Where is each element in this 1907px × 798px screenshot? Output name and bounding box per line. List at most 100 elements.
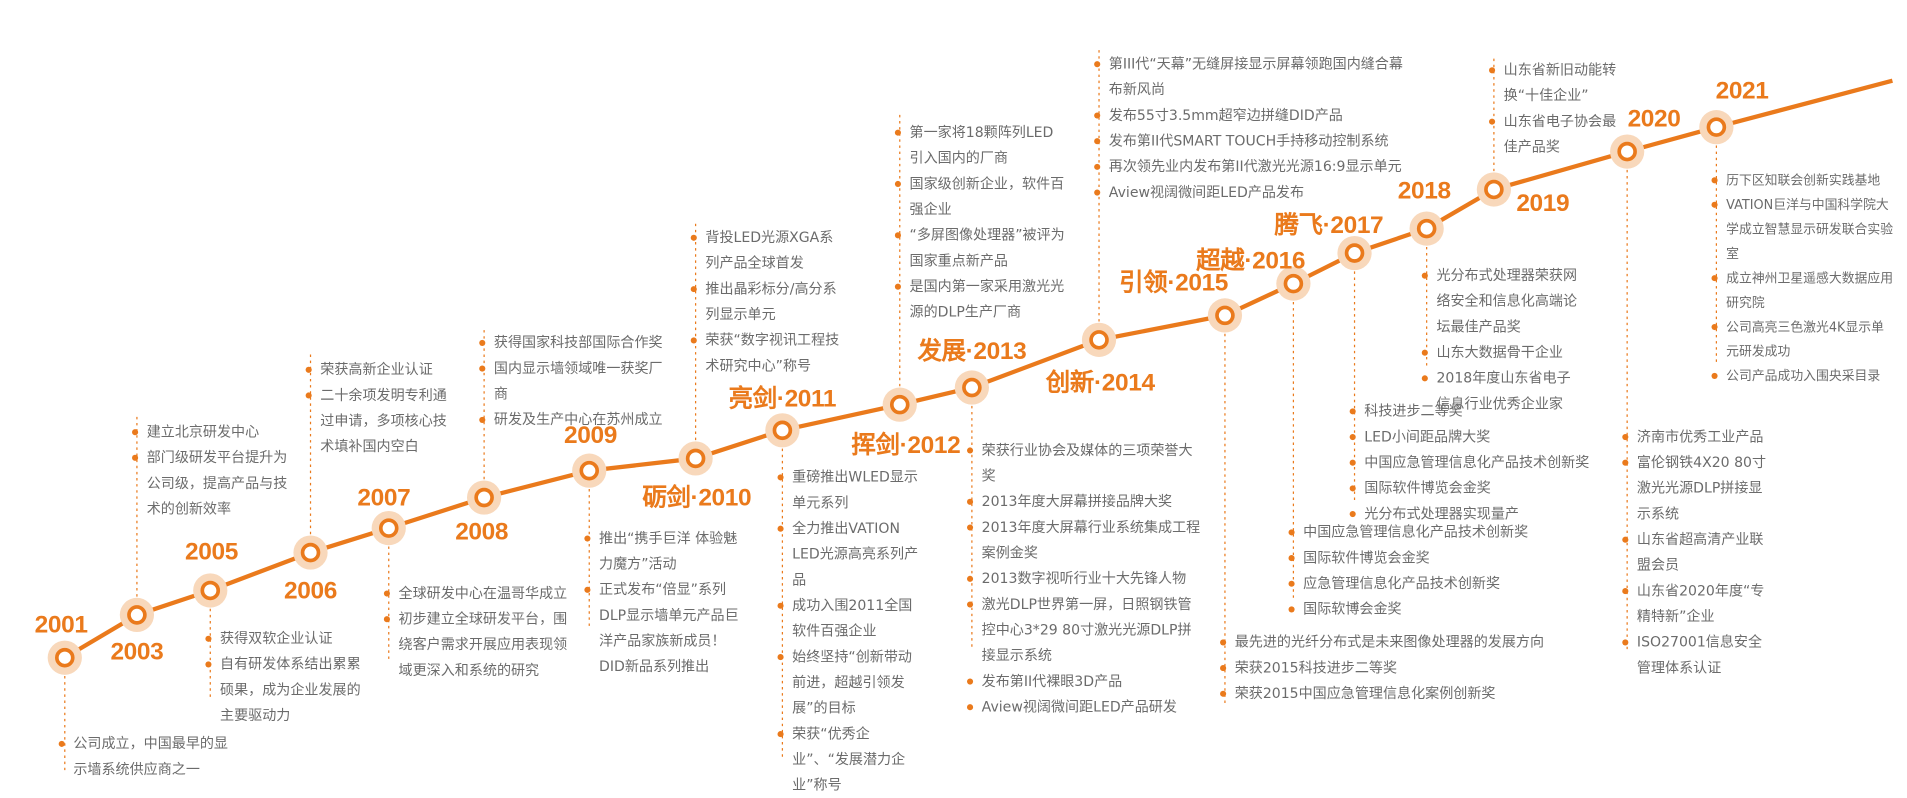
milestone-item: 富伦钢铁4X20 80寸激光光源DLP拼接显示系统: [1622, 450, 1767, 527]
milestone-details: 建立北京研发中心部门级研发平台提升为公司级，提高产品与技术的创新效率: [132, 419, 289, 522]
milestone-item: 国际软博会金奖: [1288, 597, 1559, 623]
milestone-year: 2009: [564, 422, 617, 450]
milestone-item: 山东省新旧动能转换“十佳企业”: [1489, 57, 1618, 108]
milestone-node: [1337, 235, 1372, 271]
milestone-year: 2001: [34, 611, 88, 639]
milestone-item: 中国应急管理信息化产品技术创新奖: [1288, 520, 1559, 546]
milestone-item: ISO27001信息安全管理体系认证: [1622, 630, 1767, 681]
node-circle: [1215, 305, 1235, 326]
node-circle: [962, 377, 982, 398]
node-circle: [772, 420, 793, 441]
milestone-item: 激光DLP世界第一屏，日照钢铁管控中心3*29 80寸激光光源DLP拼接显示系统: [966, 592, 1200, 669]
milestone-node: [1699, 110, 1734, 145]
milestone-details: 推出“携手巨洋 体验魅力魔方”活动正式发布“倍显”系列DLP显示墙单元产品巨洋产…: [584, 526, 745, 680]
milestone-item: 部门级研发平台提升为公司级，提高产品与技术的创新效率: [132, 445, 289, 522]
milestone-item: 发布第II代SMART TOUCH手持移动控制系统: [1094, 128, 1413, 154]
milestone-item: 中国应急管理信息化产品技术创新奖: [1349, 450, 1596, 476]
milestone-item: 国家级创新企业，软件百强企业: [894, 171, 1067, 222]
milestone-node: [1276, 266, 1311, 301]
milestone-item: 正式发布“倍显”系列DLP显示墙单元产品巨洋产品家族新成员！DID新品系列推出: [584, 577, 745, 680]
milestone-item: 第一家将18颗阵列LED引入国内的厂商: [894, 120, 1067, 171]
node-circle: [300, 542, 321, 563]
node-circle: [378, 518, 399, 538]
milestone-item: 山东省电子协会最佳产品奖: [1489, 109, 1618, 160]
milestone-node: [765, 413, 800, 448]
milestone-item: 初步建立全球研发平台，围绕客户需求开展应用表现领域更深入和系统的研究: [383, 606, 568, 683]
milestone-node: [1081, 322, 1117, 357]
milestone-node: [466, 480, 502, 515]
node-circle: [1344, 243, 1365, 263]
milestone-node: [954, 370, 990, 405]
node-circle: [889, 394, 910, 415]
milestone-item: Aview视阔微间距LED产品发布: [1094, 180, 1413, 206]
milestone-item: 背投LED光源XGA系列产品全球首发: [690, 225, 846, 276]
milestone-year: 超越·2016: [1196, 247, 1306, 275]
milestone-item: 第III代“天幕”无缝屏接显示屏幕领跑国内缝合幕布新风尚: [1094, 51, 1413, 102]
milestone-item: 2013年度大屏幕拼接品牌大奖: [966, 489, 1200, 515]
milestone-item: 是国内第一家采用激光光源的DLP生产厂商: [894, 274, 1067, 325]
node-circle: [579, 460, 600, 481]
milestone-item: 公司成立，中国最早的显示墙系统供应商之一: [58, 731, 231, 782]
milestone-item: 发布第II代裸眼3D产品: [966, 669, 1200, 695]
milestone-year: 砺剑·2010: [642, 484, 752, 512]
milestone-year: 创新·2014: [1045, 369, 1155, 397]
milestone-item: 山东省超高清产业联盟会员: [1622, 527, 1767, 578]
milestone-item: 最先进的光纤分布式是未来图像处理器的发展方向: [1220, 630, 1563, 656]
milestone-item: 荣获“数字视讯工程技术研究中心”称号: [690, 328, 846, 379]
milestone-year: 2019: [1516, 190, 1570, 217]
milestone-item: 2018年度山东省电子信息行业优秀企业家: [1421, 366, 1582, 417]
milestone-year: 2018: [1397, 177, 1451, 205]
milestone-item: 山东省2020年度“专精特新”企业: [1622, 578, 1767, 629]
milestone-item: Aview视阔微间距LED产品研发: [966, 694, 1200, 720]
milestone-item: 历下区知联会创新实践基地: [1711, 169, 1896, 193]
milestone-node: [47, 640, 82, 675]
milestone-item: 光分布式处理器实现量产: [1349, 501, 1596, 527]
milestone-item: VATION巨洋与中国科学院大学成立智慧显示研发联合实验室: [1711, 193, 1896, 266]
milestone-year: 2020: [1627, 105, 1681, 133]
milestone-item: 应急管理信息化产品技术创新奖: [1288, 571, 1559, 597]
milestone-node: [1610, 134, 1645, 169]
node-circle: [1484, 179, 1504, 200]
milestone-item: 获得国家科技部国际合作奖: [479, 330, 676, 356]
milestone-item: 发布55寸3.5mm超窄边拼缝DID产品: [1094, 103, 1413, 129]
milestone-details: 全球研发中心在温哥华成立初步建立全球研发平台，围绕客户需求开展应用表现领域更深入…: [383, 581, 568, 684]
node-circle: [200, 580, 221, 601]
milestone-item: 自有研发体系结出累累硕果，成为企业发展的主要驱动力: [205, 652, 363, 729]
milestone-node: [1207, 298, 1243, 333]
milestone-details: 获得国家科技部国际合作奖国内显示墙领域唯一获奖厂商研发及生产中心在苏州成立: [479, 330, 676, 433]
node-circle: [127, 605, 147, 625]
milestone-details: 中国应急管理信息化产品技术创新奖国际软件博览会金奖应急管理信息化产品技术创新奖国…: [1288, 520, 1559, 623]
milestone-item: 2013年度大屏幕行业系统集成工程案例金奖: [966, 515, 1200, 566]
milestone-year: 腾飞·2017: [1274, 212, 1384, 239]
milestone-item: 2013数字视听行业十大先锋人物: [966, 566, 1200, 592]
milestone-year: 引领·2015: [1119, 269, 1229, 297]
milestone-item: 济南市优秀工业产品: [1622, 424, 1767, 450]
milestone-item: 成立神州卫星遥感大数据应用研究院: [1711, 267, 1896, 316]
milestone-year: 亮剑·2011: [728, 385, 837, 413]
milestone-item: 荣获行业协会及媒体的三项荣誉大奖: [966, 438, 1200, 489]
milestone-item: 全力推出VATION LED光源高亮系列产品: [777, 516, 920, 593]
milestone-item: 推出晶彩标分/高分系列显示单元: [690, 276, 846, 327]
milestone-node: [371, 511, 406, 546]
milestone-item: 始终坚持“创新带动前进，超越引领发展”的目标: [777, 644, 920, 721]
milestone-item: 科技进步二等奖: [1349, 399, 1596, 425]
milestone-year: 2007: [357, 484, 411, 512]
milestone-node: [1409, 211, 1444, 246]
milestone-year: 2006: [284, 577, 337, 605]
node-circle: [474, 487, 494, 508]
milestone-details: 第III代“天幕”无缝屏接显示屏幕领跑国内缝合幕布新风尚发布55寸3.5mm超窄…: [1094, 51, 1413, 206]
milestone-item: 二十余项发明专利通过申请，多项核心技术填补国内空白: [305, 383, 451, 460]
milestone-year: 2003: [110, 638, 164, 666]
node-circle: [1283, 273, 1304, 294]
node-circle: [1706, 117, 1727, 137]
milestone-year: 挥剑·2012: [851, 432, 961, 460]
milestone-item: 荣获高新企业认证: [305, 357, 451, 383]
milestone-node: [572, 453, 607, 488]
milestone-item: 再次领先业内发布第II代激光光源16:9显示单元: [1094, 154, 1413, 180]
milestone-item: 荣获2015科技进步二等奖: [1220, 655, 1563, 681]
milestone-node: [119, 597, 155, 633]
